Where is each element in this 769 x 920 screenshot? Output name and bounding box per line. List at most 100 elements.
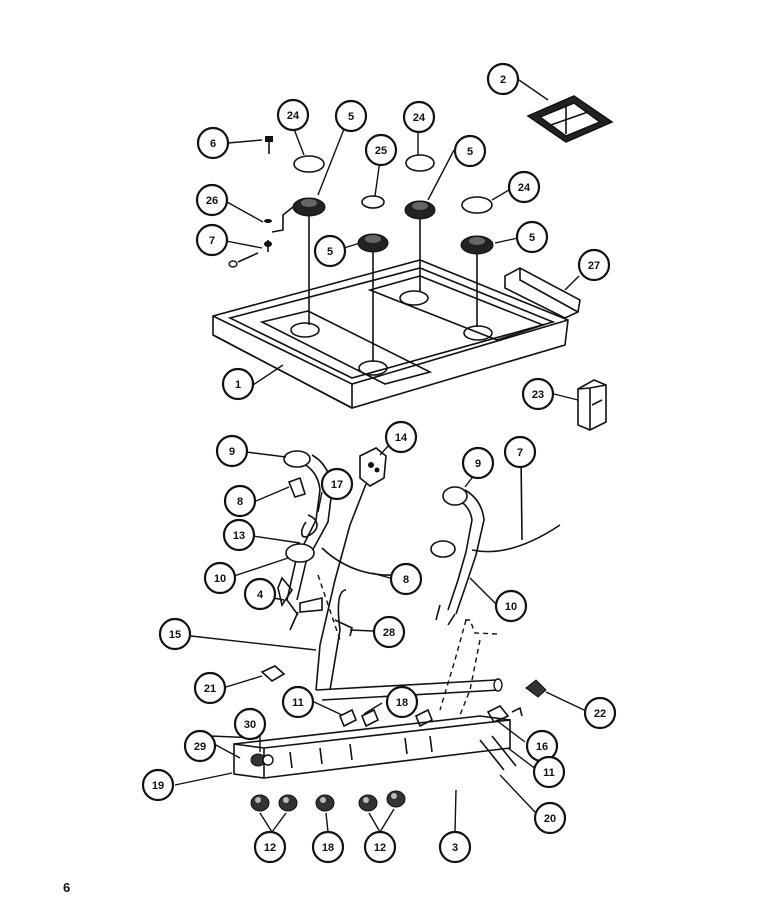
cooktop-panel (212, 259, 569, 409)
callout-24: 24 (507, 170, 541, 204)
callout-15: 15 (158, 617, 192, 651)
callout-4: 4 (243, 577, 277, 611)
callout-number: 1 (235, 379, 241, 391)
right-burner-tubes (430, 454, 561, 626)
callout-27: 27 (577, 248, 611, 282)
callout-12: 12 (253, 830, 287, 864)
callout-22: 22 (583, 696, 617, 730)
callout-circle (215, 434, 249, 468)
callout-number: 19 (152, 780, 164, 792)
callout-circle (372, 615, 406, 649)
callout-5: 5 (453, 134, 487, 168)
callout-circle (486, 62, 520, 96)
leader-lines (174, 79, 585, 833)
callout-circle (583, 696, 617, 730)
callout-13: 13 (222, 518, 256, 552)
callout-circle (253, 830, 287, 864)
callout-circle (243, 577, 277, 611)
callout-circle (193, 671, 227, 705)
manifold-panel (233, 715, 517, 779)
callout-number: 7 (209, 235, 215, 247)
callout-30: 30 (233, 707, 267, 741)
callout-10: 10 (203, 561, 237, 595)
callout-number: 15 (169, 629, 181, 641)
callout-number: 5 (327, 246, 333, 258)
callout-number: 24 (413, 112, 426, 124)
callout-21: 21 (193, 671, 227, 705)
callout-number: 10 (505, 601, 517, 613)
callout-circle (515, 220, 549, 254)
callout-number: 13 (233, 530, 245, 542)
callout-number: 7 (517, 447, 523, 459)
callout-6: 6 (196, 126, 230, 160)
callout-14: 14 (384, 420, 418, 454)
callout-circle (453, 134, 487, 168)
gas-line-dashed (317, 574, 499, 716)
callout-circle (577, 248, 611, 282)
callout-number: 8 (403, 574, 409, 586)
callout-24: 24 (402, 100, 436, 134)
callout-18: 18 (311, 830, 345, 864)
callout-circle (384, 420, 418, 454)
callout-25: 25 (364, 133, 398, 167)
callout-29: 29 (183, 729, 217, 763)
callout-16: 16 (525, 729, 559, 763)
callout-number: 29 (194, 741, 206, 753)
control-knobs (250, 790, 406, 812)
callout-number: 27 (588, 260, 600, 272)
callout-circle (364, 133, 398, 167)
callout-3: 3 (438, 830, 472, 864)
callout-circle (196, 126, 230, 160)
burner-bases (292, 197, 494, 255)
bracket-21 (260, 665, 286, 682)
left-burner-tubes (277, 450, 395, 631)
spark-module (359, 447, 387, 487)
callout-circle (385, 685, 419, 719)
callout-number: 17 (331, 479, 343, 491)
callout-number: 6 (210, 138, 216, 150)
callout-5: 5 (313, 234, 347, 268)
callout-number: 5 (529, 232, 535, 244)
burner-caps (293, 154, 493, 214)
callout-18: 18 (385, 685, 419, 719)
callout-circle (363, 830, 397, 864)
side-trim (504, 267, 581, 319)
callout-number: 24 (518, 182, 531, 194)
small-hardware (228, 136, 294, 268)
callout-circle (521, 377, 555, 411)
callout-circle (222, 518, 256, 552)
callout-circle (494, 589, 528, 623)
callout-circle (223, 484, 257, 518)
callout-number: 26 (206, 195, 218, 207)
callout-number: 9 (475, 458, 481, 470)
callout-number: 12 (264, 842, 276, 854)
alignment-lines (308, 216, 478, 362)
callout-circle (203, 561, 237, 595)
callout-26: 26 (195, 183, 229, 217)
callout-2: 2 (486, 62, 520, 96)
callout-19: 19 (141, 768, 175, 802)
callout-number: 2 (500, 74, 506, 86)
callout-number: 28 (383, 627, 395, 639)
callout-number: 22 (594, 708, 606, 720)
callout-number: 11 (292, 697, 304, 709)
callout-number: 14 (395, 432, 408, 444)
callout-circle (507, 170, 541, 204)
callout-8: 8 (223, 484, 257, 518)
callout-5: 5 (515, 220, 549, 254)
callout-20: 20 (533, 801, 567, 835)
callout-circle (503, 435, 537, 469)
callout-17: 17 (320, 467, 354, 501)
callout-11: 11 (281, 685, 315, 719)
bracket-23 (577, 379, 607, 431)
callout-circle (141, 768, 175, 802)
callout-number: 5 (467, 146, 473, 158)
callout-circle (183, 729, 217, 763)
callout-24: 24 (276, 98, 310, 132)
callout-circle (532, 755, 566, 789)
callout-1: 1 (221, 367, 255, 401)
callout-number: 25 (375, 145, 387, 157)
bracket-22 (525, 679, 547, 698)
callout-circle (311, 830, 345, 864)
